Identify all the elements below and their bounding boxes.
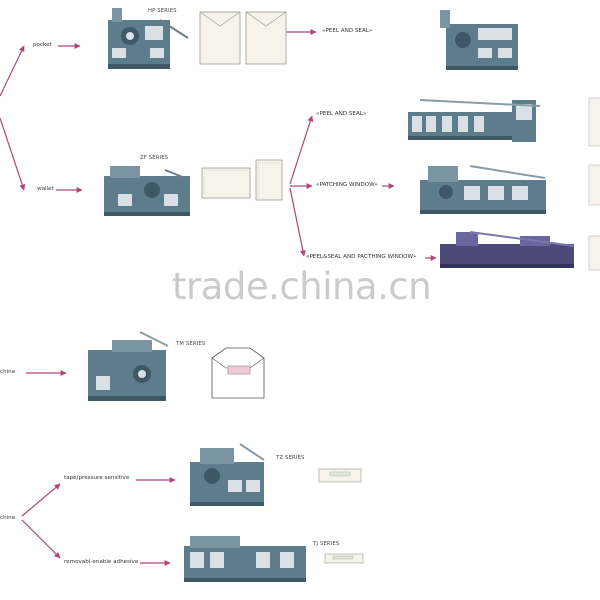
label-peel-seal-top-text: PEEL AND SEAL bbox=[325, 28, 369, 34]
series-tz: TZ SERIES bbox=[276, 455, 305, 461]
arrow-to-tape bbox=[21, 483, 61, 517]
series-hp: HP SERIES bbox=[148, 8, 177, 14]
top-right-machine bbox=[440, 10, 518, 70]
right-edge-envelope-1 bbox=[588, 97, 600, 147]
hp-series-machine bbox=[108, 8, 189, 69]
peel-seal-line-machine bbox=[408, 99, 541, 142]
label-peel-seal-mid: «PEEL AND SEAL» bbox=[316, 111, 367, 117]
label-wallet: wallet bbox=[37, 186, 54, 192]
label-patching-window-text: PATCHING WINDOW bbox=[319, 182, 375, 188]
arrow-lines bbox=[0, 29, 437, 566]
wallet-envelope-2 bbox=[255, 159, 283, 201]
label-peel-and-patch: «PEEL&SEAL AND PACTHING WINDOW» bbox=[306, 254, 417, 260]
series-tm: TM SERIES bbox=[176, 341, 206, 347]
tm-window-envelope bbox=[211, 347, 265, 399]
label-removable-adhesive: removabl-enable adhesive bbox=[64, 559, 139, 565]
label-patching-window: «PATCHING WINDOW» bbox=[316, 182, 378, 188]
tm-series-machine bbox=[88, 331, 169, 401]
label-peel-seal-mid-text: PEEL AND SEAL bbox=[319, 111, 363, 117]
label-machine-cut-2: chine bbox=[0, 515, 16, 521]
pocket-envelope-2 bbox=[245, 11, 287, 65]
pocket-envelope-1 bbox=[199, 11, 241, 65]
arrow-zf-both bbox=[289, 187, 306, 257]
label-machine-cut: chine bbox=[0, 369, 16, 375]
arrow-to-wallet bbox=[0, 117, 26, 191]
series-tj: TJ SERIES bbox=[313, 541, 340, 547]
label-tape-pressure: tape/pressure sensitive bbox=[64, 475, 130, 481]
patching-window-machine bbox=[420, 165, 546, 214]
machines bbox=[88, 8, 575, 582]
tj-envelope bbox=[324, 553, 364, 564]
label-pocket: pocket bbox=[33, 42, 52, 48]
label-peel-seal-top: «PEEL AND SEAL» bbox=[322, 28, 373, 34]
peel-patch-machine bbox=[440, 231, 575, 268]
zf-series-machine bbox=[104, 166, 191, 216]
wallet-envelope-1 bbox=[201, 167, 251, 199]
arrow-to-pocket bbox=[0, 45, 25, 97]
label-peel-and-patch-text: PEEL&SEAL AND PACTHING WINDOW bbox=[309, 254, 413, 260]
arrow-to-removable bbox=[21, 519, 61, 559]
tz-envelope bbox=[318, 468, 362, 483]
watermark-text: trade.china.cn bbox=[172, 265, 432, 308]
tz-series-machine bbox=[190, 443, 265, 506]
tj-series-machine bbox=[184, 536, 306, 582]
arrow-zf-peelseal bbox=[289, 115, 314, 185]
right-edge-envelope-3 bbox=[588, 235, 600, 271]
series-zf: ZF SERIES bbox=[140, 155, 169, 161]
right-edge-envelope-2 bbox=[588, 164, 600, 206]
envelopes bbox=[199, 11, 600, 564]
